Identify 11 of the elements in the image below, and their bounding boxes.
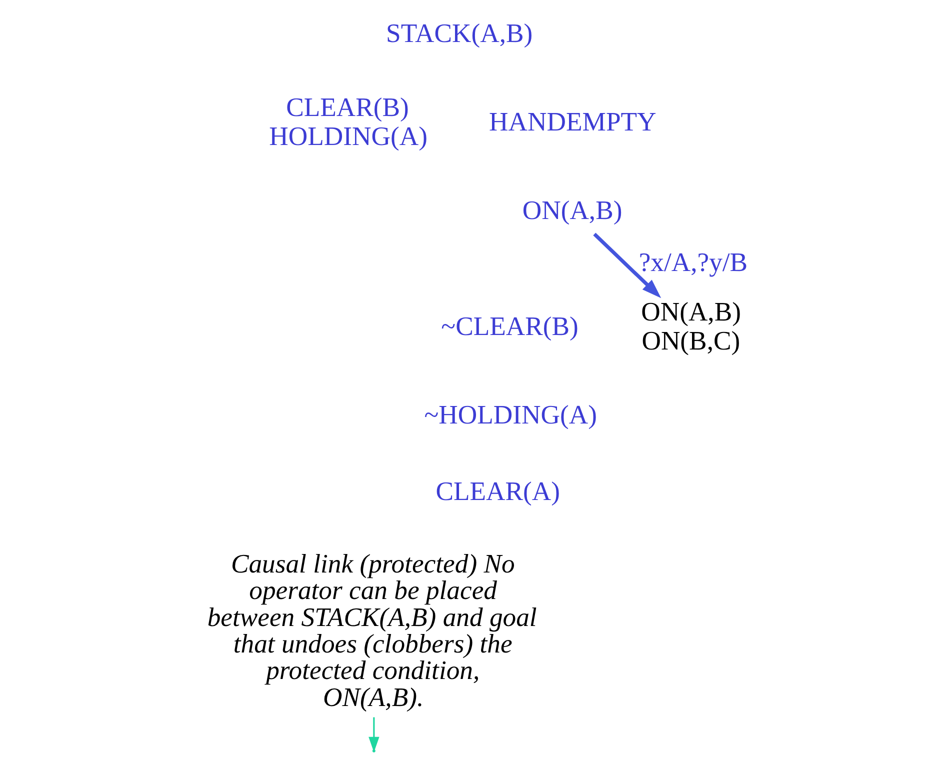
- node-text: CLEAR(A): [436, 476, 560, 506]
- node-text: HANDEMPTY: [489, 106, 656, 136]
- edge-label: ?x/A,?y/B: [638, 246, 748, 277]
- node-text: ~HOLDING(A): [424, 400, 597, 430]
- node-text: STACK(A,B): [386, 18, 533, 48]
- node-text: ~CLEAR(B): [441, 311, 578, 342]
- node-text: Causal link (protected) No operator can be placed between STACK(A,B) and goal that undoes (clobbers) the protected condition, ON(A,B).: [207, 548, 537, 712]
- node-text: CLEAR(B) HOLDING(A): [269, 92, 428, 151]
- node-text: ON(A,B): [522, 194, 622, 225]
- node-text: ON(A,B) ON(B,C): [641, 296, 741, 356]
- arrow: [593, 232, 662, 298]
